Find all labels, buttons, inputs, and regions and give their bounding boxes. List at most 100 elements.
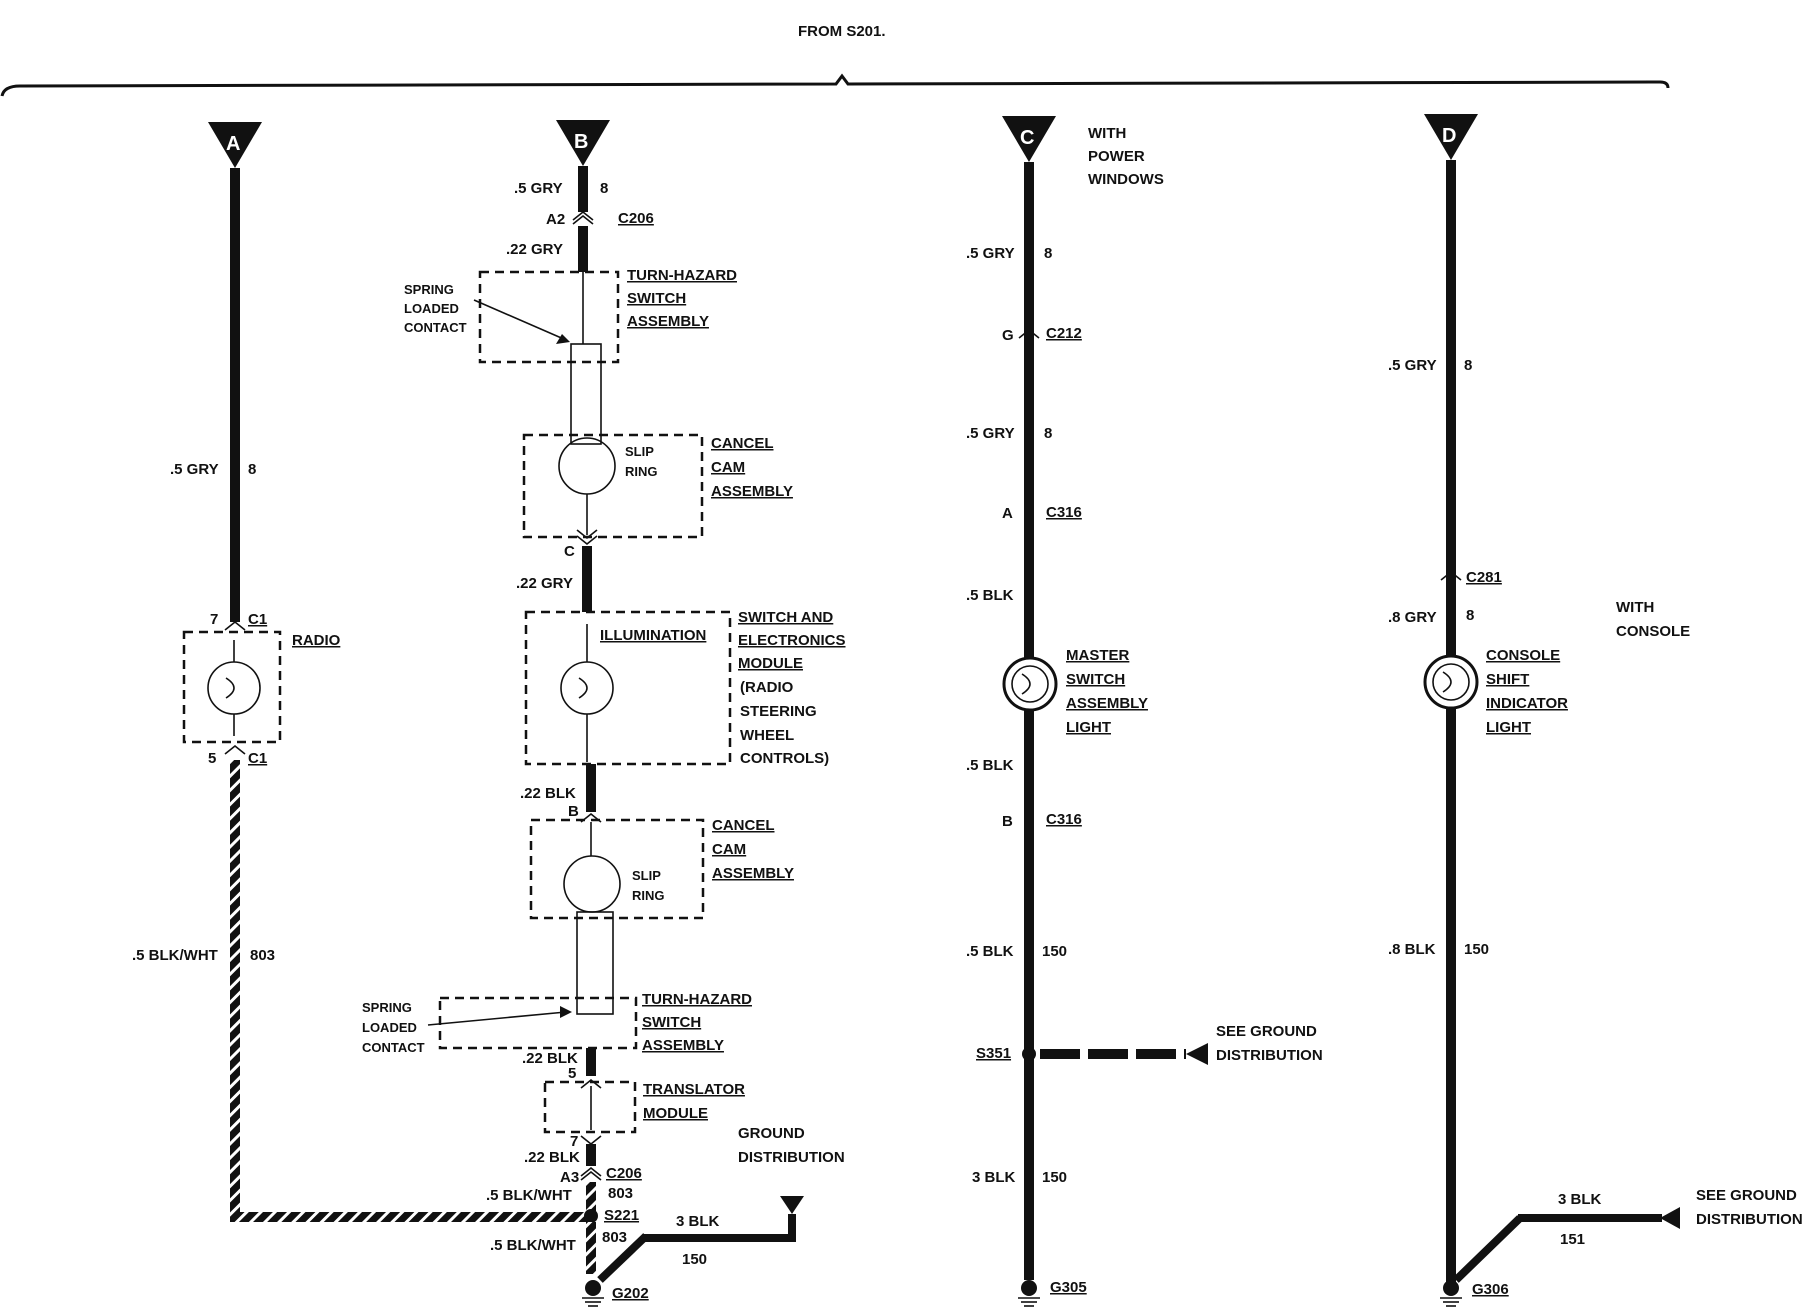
- cancel-cam-bottom-line2: CAM: [712, 841, 746, 858]
- spring-contact-top-line1: SPRING: [404, 282, 454, 297]
- circuit-b-wire-7: [586, 1182, 596, 1212]
- circuit-d-ground-arrow: [1660, 1207, 1680, 1229]
- circuit-d-wire-3-color: .8 BLK: [1388, 941, 1436, 958]
- spring-contact-top-line3: CONTACT: [404, 320, 467, 335]
- circuit-c-wire-1-number: 8: [1044, 245, 1052, 262]
- circuit-a-pin-bottom: 5: [208, 750, 216, 767]
- splice-s351-label: S351: [976, 1045, 1011, 1062]
- circuit-c-wire-2-color: .5 GRY: [966, 425, 1015, 442]
- connector-7-pin: [580, 1135, 602, 1146]
- circuit-a-pin-top: 7: [210, 611, 218, 628]
- diagram-title: FROM S201.: [798, 23, 886, 40]
- illumination-label: ILLUMINATION: [600, 627, 706, 644]
- switch-module-line3: MODULE: [738, 655, 803, 672]
- slip-ring-top-line2: RING: [625, 464, 658, 479]
- cancel-cam-bottom-line3: ASSEMBLY: [712, 865, 794, 882]
- spring-contact-bottom-arrow: [427, 1011, 567, 1026]
- slip-ring-top-line1: SLIP: [625, 444, 654, 459]
- circuit-a-wire-top-number: 8: [248, 461, 256, 478]
- switch-module-line2: ELECTRONICS: [738, 632, 846, 649]
- circuit-c-note-line1: WITH: [1088, 125, 1126, 142]
- circuit-c-see-ground-line2: DISTRIBUTION: [1216, 1047, 1323, 1064]
- circuit-b-c206-pin-top: A2: [546, 211, 565, 228]
- ground-g305-icon: [1018, 1280, 1040, 1307]
- turn-hazard-bottom-line2: SWITCH: [642, 1014, 701, 1031]
- ground-wire-color: 3 BLK: [676, 1213, 720, 1230]
- slip-ring-top-icon: [558, 437, 616, 495]
- console-shift-line3: INDICATOR: [1486, 695, 1568, 712]
- translator-line1: TRANSLATOR: [643, 1081, 745, 1098]
- translator-line2: MODULE: [643, 1105, 708, 1122]
- circuit-b-wire-4-color: .22 BLK: [520, 785, 576, 802]
- connector-c-pin: [576, 529, 598, 546]
- cancel-cam-top-line1: CANCEL: [711, 435, 774, 452]
- switch-electronics-module-box: [524, 610, 732, 766]
- steering-column-upper: [570, 343, 602, 445]
- circuit-b-pin-5: 5: [568, 1065, 576, 1082]
- svg-text:B: B: [574, 131, 588, 153]
- circuit-a-wire-top-color: .5 GRY: [170, 461, 219, 478]
- splice-s221-label: S221: [604, 1207, 639, 1224]
- circuit-c-c212-pin: G: [1002, 327, 1014, 344]
- steering-column-lower: [576, 911, 614, 1015]
- circuit-c-see-ground-line1: SEE GROUND: [1216, 1023, 1317, 1040]
- circuit-b-wire-2-color: .22 GRY: [506, 241, 563, 258]
- spring-contact-bottom-line3: CONTACT: [362, 1040, 425, 1055]
- ground-g306-label: G306: [1472, 1281, 1509, 1298]
- ground-g202-label: G202: [612, 1285, 649, 1302]
- circuit-c-note-line2: POWER: [1088, 148, 1145, 165]
- master-switch-light-icon: [1002, 656, 1058, 712]
- circuit-b-wire-6-color: .22 BLK: [524, 1149, 580, 1166]
- master-switch-line2: SWITCH: [1066, 671, 1125, 688]
- connector-c212: [1018, 328, 1040, 339]
- feed-brace: [0, 73, 1670, 97]
- circuit-marker-d: D: [1424, 114, 1478, 160]
- circuit-d-wire-1-color: .5 GRY: [1388, 357, 1437, 374]
- turn-hazard-bottom-line1: TURN-HAZARD: [642, 991, 752, 1008]
- circuit-c-c316b-pin: B: [1002, 813, 1013, 830]
- cancel-cam-top-box: [522, 433, 704, 539]
- ground-distribution-wire: [644, 1214, 796, 1242]
- turn-hazard-top-line3: ASSEMBLY: [627, 313, 709, 330]
- connector-c1-bottom: [224, 744, 246, 755]
- master-switch-line4: LIGHT: [1066, 719, 1111, 736]
- circuit-c-note-line3: WINDOWS: [1088, 171, 1164, 188]
- connector-c206-bottom: [580, 1166, 602, 1181]
- master-switch-line3: ASSEMBLY: [1066, 695, 1148, 712]
- circuit-c-c316a-pin: A: [1002, 505, 1013, 522]
- svg-text:C: C: [1020, 127, 1034, 149]
- circuit-c-wire-3-color: .5 BLK: [966, 587, 1014, 604]
- cancel-cam-top-line2: CAM: [711, 459, 745, 476]
- circuit-a-conn-bottom: C1: [248, 750, 267, 767]
- master-switch-line1: MASTER: [1066, 647, 1130, 664]
- circuit-a-wire-bottom-number: 803: [250, 947, 275, 964]
- circuit-b-wire-8: [586, 1222, 596, 1274]
- connector-c1-top: [224, 620, 246, 631]
- circuit-b-wire-8-number: 803: [602, 1229, 627, 1246]
- cancel-cam-bottom-line1: CANCEL: [712, 817, 775, 834]
- radio-label: RADIO: [292, 632, 341, 649]
- circuit-d-ground-wire-color: 3 BLK: [1558, 1191, 1602, 1208]
- circuit-b-c206-top: C206: [618, 210, 654, 227]
- circuit-b-c206-bottom: C206: [606, 1165, 642, 1182]
- connector-c281: [1440, 570, 1462, 581]
- connector-c206-top: [572, 210, 594, 225]
- turn-hazard-top-line1: TURN-HAZARD: [627, 267, 737, 284]
- circuit-b-wire-8-color: .5 BLK/WHT: [490, 1237, 576, 1254]
- console-shift-line4: LIGHT: [1486, 719, 1531, 736]
- circuit-d-wire-3-number: 150: [1464, 941, 1489, 958]
- circuit-b-wire-1-number: 8: [600, 180, 608, 197]
- circuit-c-wire-5-number: 150: [1042, 943, 1067, 960]
- circuit-c-wire-6-color: 3 BLK: [972, 1169, 1016, 1186]
- circuit-d-wire-2-number: 8: [1466, 607, 1474, 624]
- ground-distribution-arrow: [780, 1196, 804, 1214]
- ground-g202-icon: [582, 1280, 604, 1307]
- circuit-c-wire-1-color: .5 GRY: [966, 245, 1015, 262]
- circuit-c-c212: C212: [1046, 325, 1082, 342]
- circuit-d-ground-wire-number: 151: [1560, 1231, 1585, 1248]
- ground-g305-label: G305: [1050, 1279, 1087, 1296]
- switch-module-line1: SWITCH AND: [738, 609, 833, 626]
- circuit-c-c316a: C316: [1046, 504, 1082, 521]
- circuit-d-see-ground-line2: DISTRIBUTION: [1696, 1211, 1803, 1228]
